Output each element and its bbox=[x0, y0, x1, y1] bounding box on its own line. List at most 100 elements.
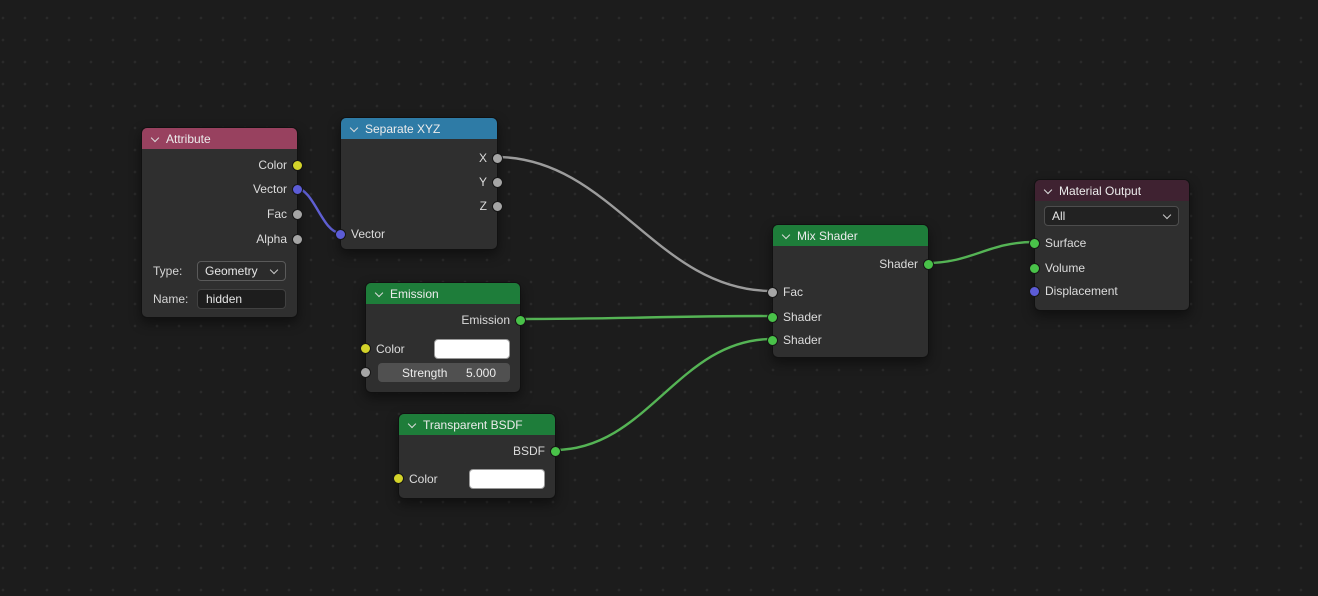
collapse-chevron-icon[interactable] bbox=[350, 125, 358, 133]
socket-output-shader[interactable] bbox=[923, 258, 934, 270]
attribute-type-dropdown[interactable]: Geometry bbox=[197, 260, 286, 281]
field-row-name: Name: hidden bbox=[142, 288, 297, 309]
socket-label: Surface bbox=[1045, 236, 1087, 250]
socket-label: Fac bbox=[266, 207, 287, 221]
strength-slider[interactable]: Strength 5.000 bbox=[378, 363, 510, 382]
input-row-vector: Vector bbox=[335, 225, 497, 243]
socket-input-shader-2[interactable] bbox=[767, 334, 778, 346]
node-title: Separate XYZ bbox=[365, 121, 441, 136]
socket-output-y[interactable] bbox=[492, 176, 503, 188]
socket-label: Shader bbox=[879, 257, 918, 271]
socket-output-z[interactable] bbox=[492, 200, 503, 212]
node-header[interactable]: Emission bbox=[366, 283, 520, 304]
socket-output-x[interactable] bbox=[492, 152, 503, 164]
node-title: Transparent BSDF bbox=[423, 417, 523, 432]
socket-output-emission[interactable] bbox=[515, 314, 526, 326]
field-label: Type: bbox=[153, 263, 183, 278]
socket-input-vector[interactable] bbox=[335, 228, 346, 240]
input-row-color: Color bbox=[360, 338, 520, 359]
field-label: Name: bbox=[153, 291, 189, 306]
output-row-alpha: Alpha bbox=[142, 230, 303, 248]
node-attribute[interactable]: Attribute Color Vector Fac Alpha Type: G… bbox=[141, 127, 303, 318]
socket-output-bsdf[interactable] bbox=[550, 445, 561, 457]
socket-label: Emission bbox=[461, 313, 510, 327]
node-header[interactable]: Material Output bbox=[1035, 180, 1189, 201]
node-title: Attribute bbox=[166, 131, 211, 146]
socket-input-fac[interactable] bbox=[767, 286, 778, 298]
collapse-chevron-icon[interactable] bbox=[1044, 187, 1052, 195]
output-row-emission: Emission bbox=[366, 311, 526, 329]
color-swatch[interactable] bbox=[469, 468, 545, 489]
output-row-bsdf: BSDF bbox=[399, 442, 561, 460]
socket-label: Color bbox=[376, 341, 405, 356]
node-material-output[interactable]: Material Output All Surface Volume Displ… bbox=[1029, 179, 1190, 311]
input-row-displacement: Displacement bbox=[1029, 282, 1189, 300]
collapse-chevron-icon[interactable] bbox=[151, 135, 159, 143]
output-row-color: Color bbox=[142, 156, 303, 174]
node-header[interactable]: Separate XYZ bbox=[341, 118, 497, 139]
socket-input-surface[interactable] bbox=[1029, 237, 1040, 249]
input-row-surface: Surface bbox=[1029, 234, 1189, 252]
node-emission[interactable]: Emission Emission Color Strength 5.000 bbox=[360, 282, 526, 393]
socket-label: X bbox=[478, 151, 487, 165]
socket-output-fac[interactable] bbox=[292, 208, 303, 220]
socket-label: Color bbox=[409, 471, 438, 486]
node-transparent-bsdf[interactable]: Transparent BSDF BSDF Color bbox=[393, 413, 561, 499]
collapse-chevron-icon[interactable] bbox=[782, 232, 790, 240]
socket-label: Y bbox=[478, 175, 487, 189]
socket-output-vector[interactable] bbox=[292, 183, 303, 195]
field-row-type: Type: Geometry bbox=[142, 260, 297, 281]
node-link-vector[interactable] bbox=[294, 186, 342, 235]
socket-label: Fac bbox=[783, 285, 804, 299]
slider-value: 5.000 bbox=[465, 365, 496, 380]
node-header[interactable]: Transparent BSDF bbox=[399, 414, 555, 435]
attribute-name-input[interactable]: hidden bbox=[197, 288, 286, 309]
output-row-vector: Vector bbox=[142, 180, 303, 198]
node-mix-shader[interactable]: Mix Shader Shader Fac Shader Shader bbox=[767, 224, 934, 358]
node-link-emission-to-shader[interactable] bbox=[517, 314, 774, 321]
socket-label: BSDF bbox=[512, 444, 545, 458]
input-row-color: Color bbox=[393, 468, 555, 489]
collapse-chevron-icon[interactable] bbox=[408, 421, 416, 429]
node-title: Material Output bbox=[1059, 183, 1142, 198]
input-row-shader-2: Shader bbox=[767, 331, 928, 349]
socket-label: Volume bbox=[1045, 261, 1086, 275]
node-header[interactable]: Attribute bbox=[142, 128, 297, 149]
socket-label: Alpha bbox=[256, 232, 287, 246]
textfield-value: hidden bbox=[206, 291, 243, 306]
output-row-x: X bbox=[341, 149, 503, 167]
dropdown-value: All bbox=[1052, 208, 1066, 223]
socket-input-shader-1[interactable] bbox=[767, 311, 778, 323]
socket-label: Z bbox=[479, 199, 487, 213]
input-row-volume: Volume bbox=[1029, 259, 1189, 277]
field-row-target: All bbox=[1035, 205, 1189, 226]
color-swatch[interactable] bbox=[434, 338, 510, 359]
output-row-fac: Fac bbox=[142, 205, 303, 223]
output-row-y: Y bbox=[341, 173, 503, 191]
chevron-down-icon bbox=[270, 267, 278, 275]
socket-input-color[interactable] bbox=[393, 473, 404, 484]
node-separate-xyz[interactable]: Separate XYZ X Y Z Vector bbox=[335, 117, 503, 250]
output-target-dropdown[interactable]: All bbox=[1044, 205, 1179, 226]
socket-output-color[interactable] bbox=[292, 159, 303, 171]
input-row-fac: Fac bbox=[767, 283, 928, 301]
node-link-shader-to-surface[interactable] bbox=[925, 240, 1036, 265]
node-link-bsdf-to-shader[interactable] bbox=[552, 337, 774, 452]
collapse-chevron-icon[interactable] bbox=[375, 290, 383, 298]
input-row-strength: Strength 5.000 bbox=[360, 363, 520, 382]
socket-output-alpha[interactable] bbox=[292, 233, 303, 245]
node-link-x-to-fac[interactable] bbox=[494, 155, 774, 293]
socket-input-color[interactable] bbox=[360, 343, 371, 354]
output-row-z: Z bbox=[341, 197, 503, 215]
socket-input-displacement[interactable] bbox=[1029, 285, 1040, 297]
output-row-shader: Shader bbox=[773, 255, 934, 273]
socket-label: Vector bbox=[351, 227, 386, 241]
socket-input-volume[interactable] bbox=[1029, 262, 1040, 274]
socket-label: Vector bbox=[252, 182, 287, 196]
socket-input-strength[interactable] bbox=[360, 367, 371, 378]
slider-label: Strength bbox=[402, 365, 448, 380]
socket-label: Shader bbox=[783, 310, 822, 324]
node-header[interactable]: Mix Shader bbox=[773, 225, 928, 246]
